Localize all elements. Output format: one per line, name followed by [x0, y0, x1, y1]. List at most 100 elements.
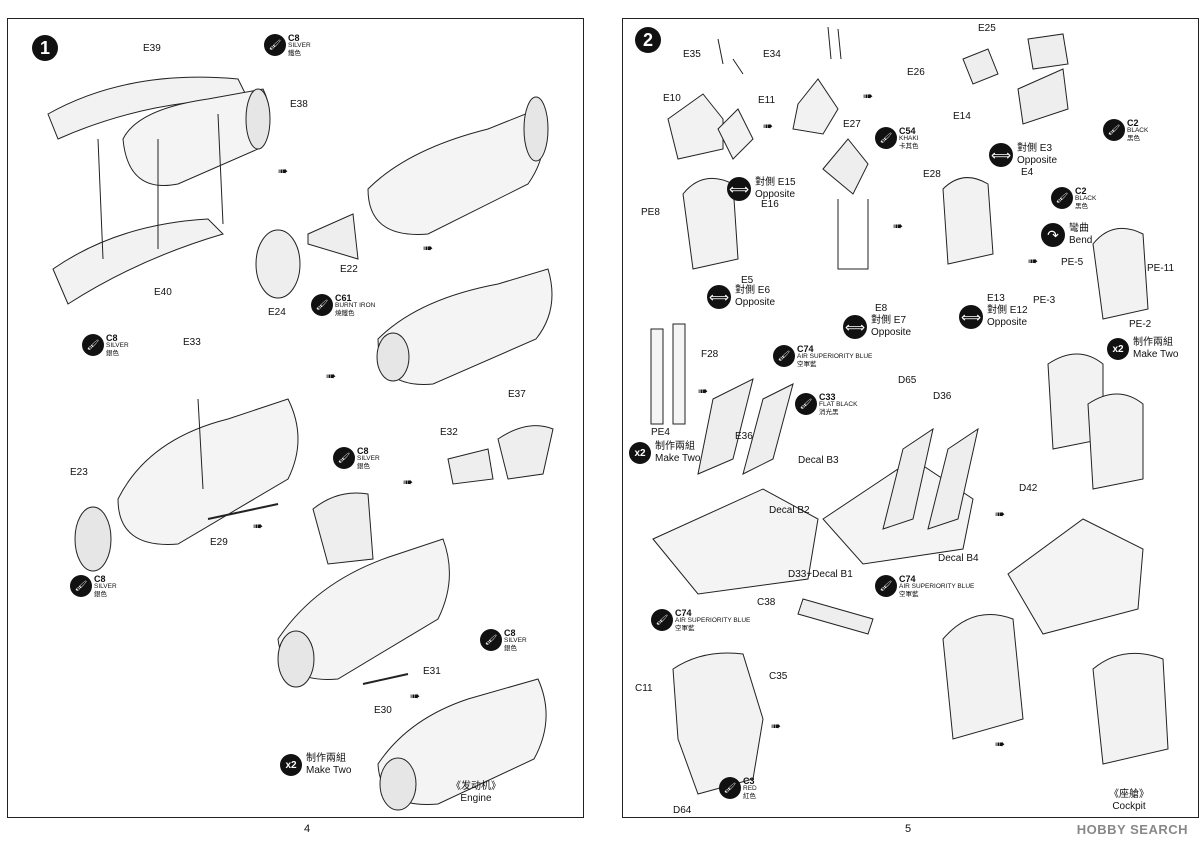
part-label: C11: [635, 683, 653, 694]
brush-icon: 🖌: [875, 575, 897, 597]
part-label: E29: [210, 537, 228, 548]
instruction-page-right: 2: [622, 18, 1199, 835]
part-label: E32: [440, 427, 458, 438]
brush-icon: 🖌: [333, 447, 355, 469]
part-label: Decal B3: [798, 455, 839, 466]
part-label: E26: [907, 67, 925, 78]
step-arrow: ➠: [698, 384, 709, 398]
brush-icon: 🖌: [773, 345, 795, 367]
step-arrow: ➠: [410, 689, 421, 703]
page-number: 5: [905, 823, 912, 835]
part-label: E40: [154, 287, 172, 298]
part-label: PE8: [641, 207, 660, 218]
part-label: E23: [70, 467, 88, 478]
part-label: C35: [769, 671, 788, 682]
bend-icon: ↷: [1041, 223, 1065, 247]
brush-icon: 🖌: [875, 127, 897, 149]
brush-icon: 🖌: [311, 294, 333, 316]
double-arrow-icon: ⟺: [989, 143, 1013, 167]
step-arrow: ➠: [403, 475, 414, 489]
step-number-badge: 1: [32, 35, 58, 61]
part-label: C38: [757, 597, 776, 608]
part-label: PE-3: [1033, 295, 1056, 306]
part-label: E10: [663, 93, 681, 104]
step-arrow: ➠: [326, 369, 337, 383]
step-arrow: ➠: [893, 219, 904, 233]
part-label: E36: [735, 431, 753, 442]
part-label: PE-11: [1147, 263, 1175, 274]
part-label: D33+Decal B1: [788, 569, 853, 580]
part-label: E8: [875, 303, 888, 314]
part-label: E24: [268, 307, 286, 318]
part-label: E5: [741, 275, 754, 286]
watermark-logo: HOBBY SEARCH: [1076, 822, 1188, 837]
part-label: E13: [987, 293, 1005, 304]
double-arrow-icon: ⟺: [843, 315, 867, 339]
part-label: E39: [143, 43, 161, 54]
brush-icon: 🖌: [1051, 187, 1073, 209]
part-label: E16: [761, 199, 779, 210]
engine-assembly-drawing: [47, 76, 554, 811]
brush-icon: 🖌: [264, 34, 286, 56]
page-number: 4: [304, 823, 311, 835]
section-title: 《发动机》Engine: [451, 781, 501, 804]
part-label: E34: [763, 49, 781, 60]
cockpit-assembly-drawing: [650, 26, 1169, 795]
part-label: D36: [933, 391, 952, 402]
step-arrow: ➠: [995, 737, 1006, 751]
step-arrow: ➠: [863, 89, 874, 103]
step-arrow: ➠: [253, 519, 264, 533]
part-label: E28: [923, 169, 941, 180]
part-label: E30: [374, 705, 392, 716]
part-label: E14: [953, 111, 971, 122]
part-label: E27: [843, 119, 861, 130]
part-label: D65: [898, 375, 917, 386]
part-label: Decal B4: [938, 553, 979, 564]
brush-icon: 🖌: [82, 334, 104, 356]
part-label: F28: [701, 349, 719, 360]
part-label: PE4: [651, 427, 670, 438]
part-label: E37: [508, 389, 526, 400]
part-label: D42: [1019, 483, 1038, 494]
double-arrow-icon: ⟺: [959, 305, 983, 329]
brush-icon: 🖌: [719, 777, 741, 799]
double-arrow-icon: ⟺: [707, 285, 731, 309]
part-label: E11: [758, 95, 776, 106]
brush-icon: 🖌: [1103, 119, 1125, 141]
brush-icon: 🖌: [70, 575, 92, 597]
part-label: Decal B2: [769, 505, 810, 516]
part-label: PE-2: [1129, 319, 1152, 330]
brush-icon: 🖌: [795, 393, 817, 415]
part-label: E33: [183, 337, 201, 348]
brush-icon: 🖌: [480, 629, 502, 651]
part-label: E25: [978, 23, 996, 34]
brush-icon: 🖌: [651, 609, 673, 631]
step-arrow: ➠: [423, 241, 434, 255]
part-label: D64: [673, 805, 692, 816]
part-label: E4: [1021, 167, 1034, 178]
part-label: E31: [423, 666, 441, 677]
instruction-page-left: 1: [7, 18, 584, 835]
part-label: E22: [340, 264, 358, 275]
